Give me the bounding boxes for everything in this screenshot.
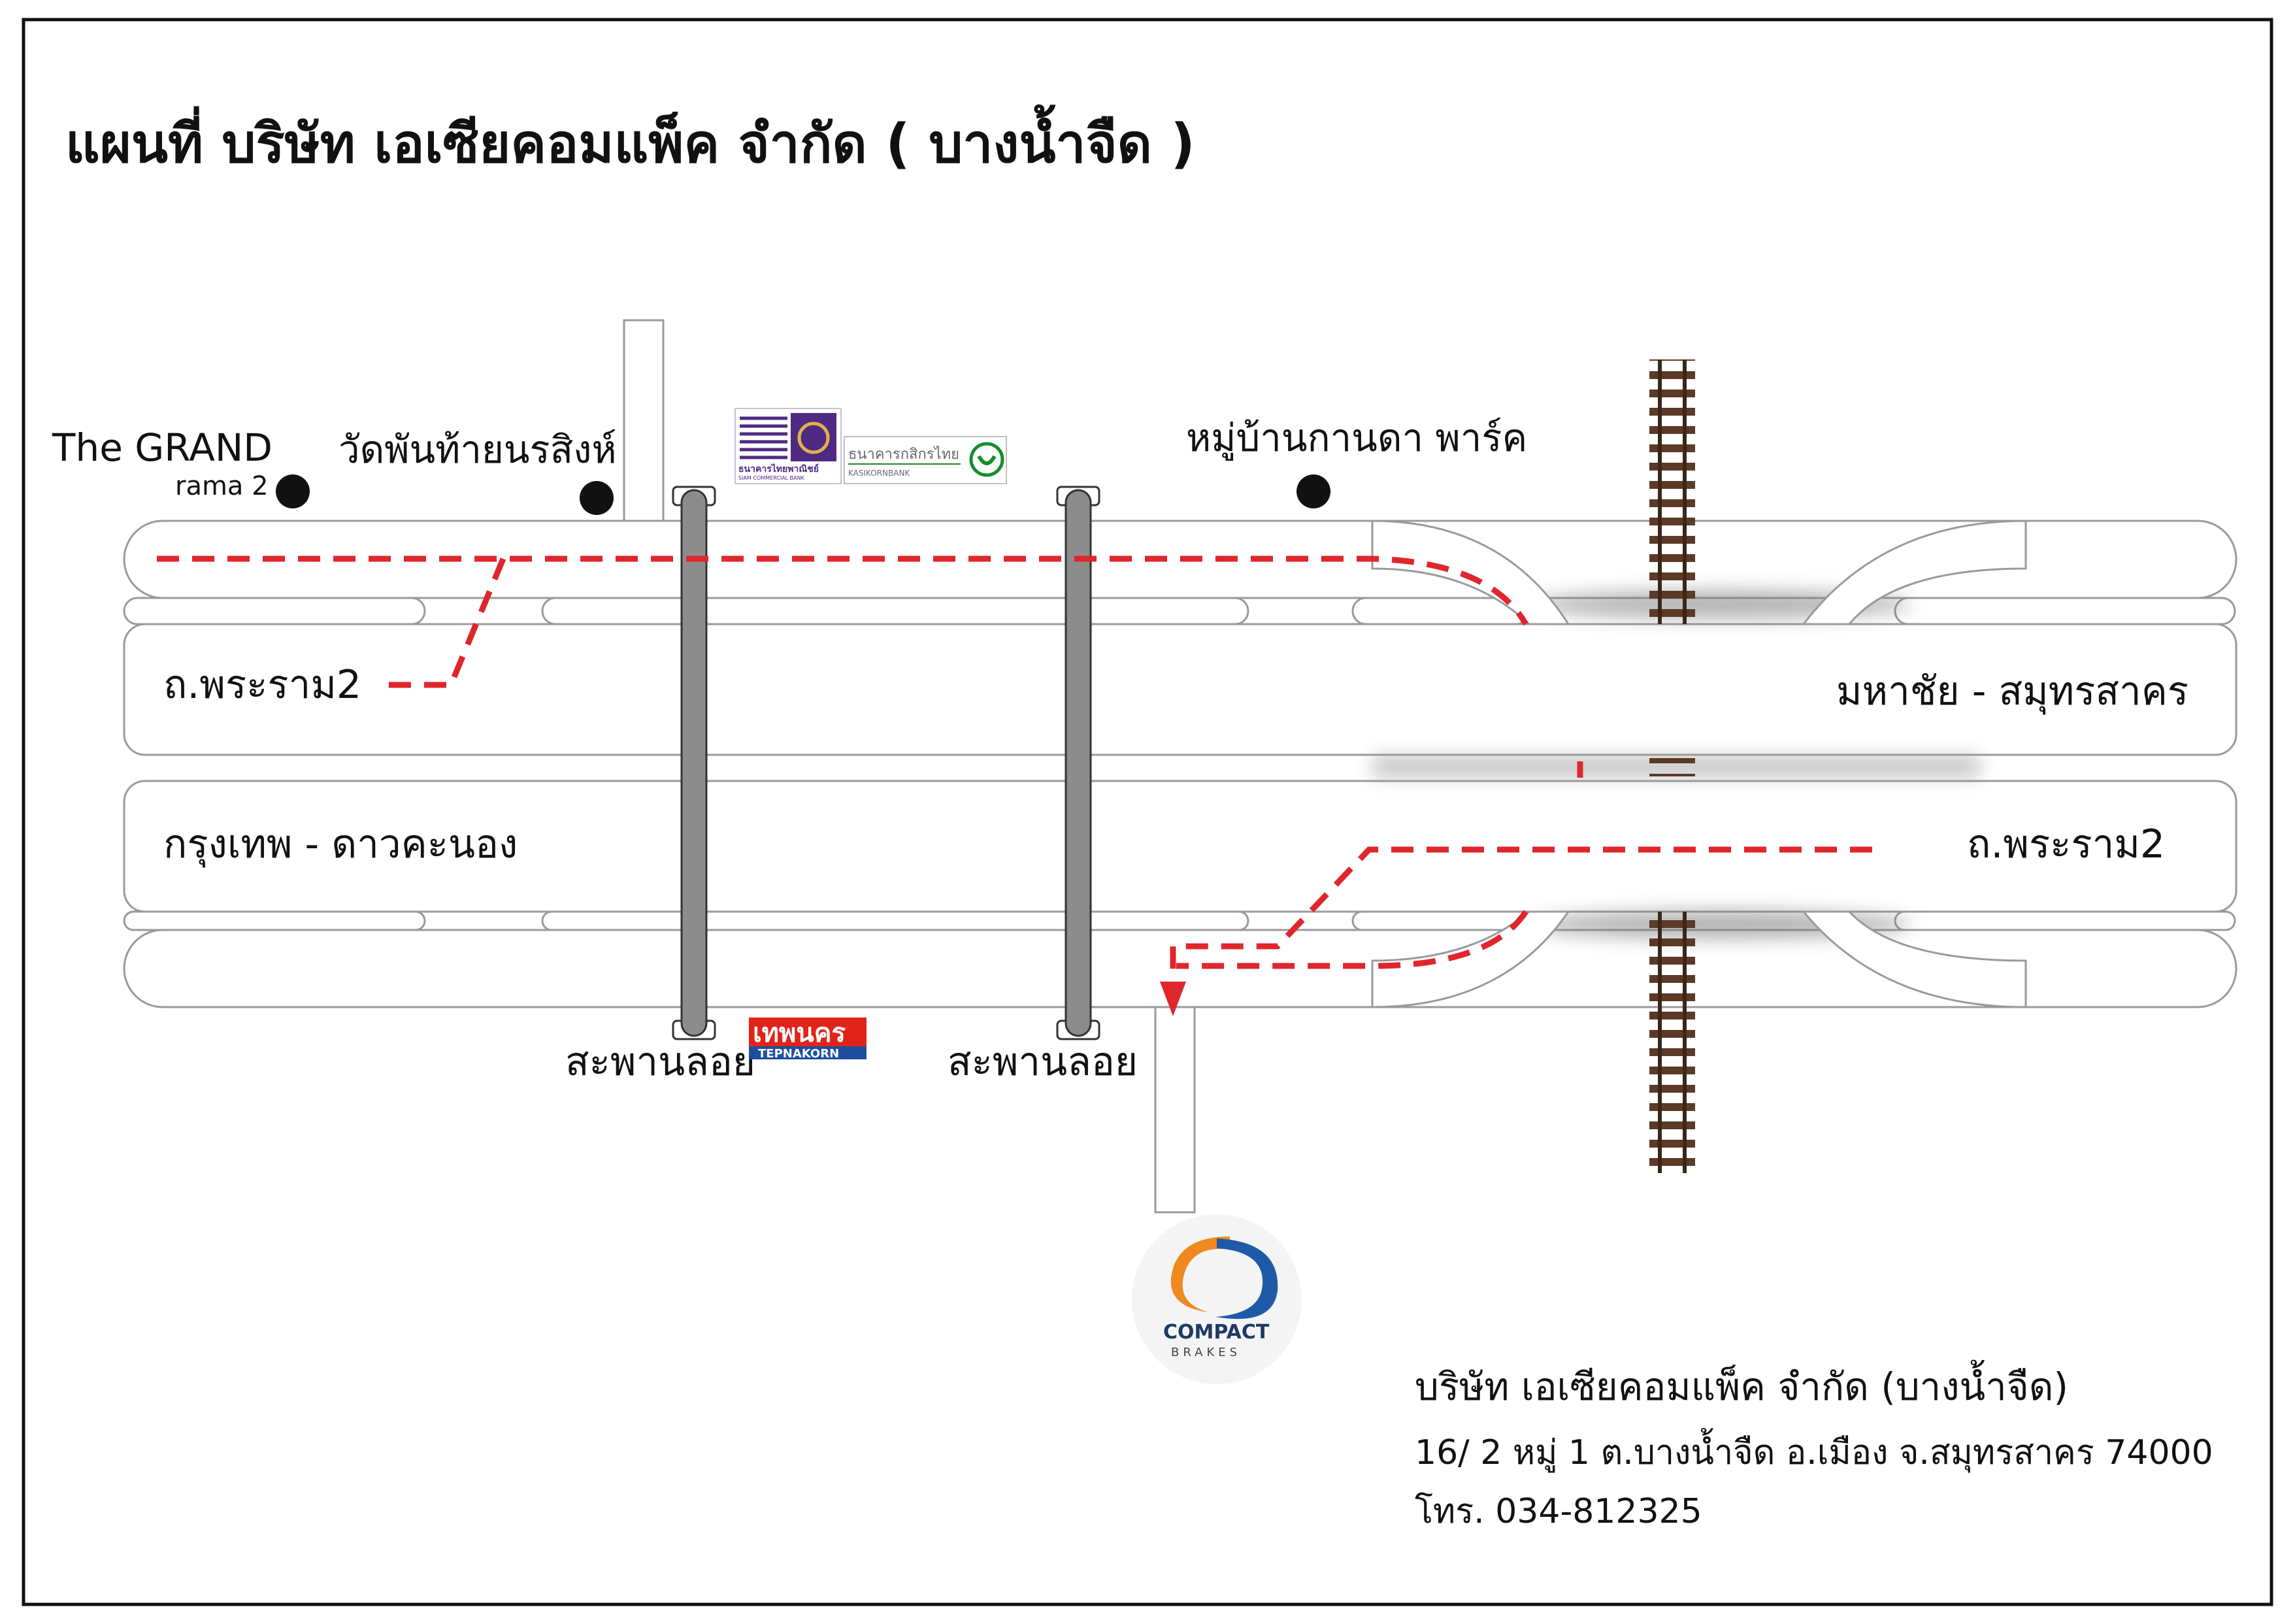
railway-track xyxy=(1649,359,1695,1173)
pedestrian-bridge-right xyxy=(1056,486,1100,1040)
route-arrowhead xyxy=(1160,982,1186,1016)
scb-logo-english-name: SIAM COMMERCIAL BANK xyxy=(738,475,805,481)
bridge-label-left: สะพานลอย xyxy=(565,1039,755,1085)
median-divider xyxy=(1894,597,2236,625)
company-address: 16/ 2 หมู่ 1 ต.บางน้ำจืด อ.เมือง จ.สมุทร… xyxy=(1415,1428,2213,1473)
tepnakorn-logo-english-name: TEPNAKORN xyxy=(758,1047,839,1061)
kbank-logo-english-name: KASIKORNBANK xyxy=(848,469,910,478)
road-label-bangkok: กรุงเทพ - ดาวคะนอง xyxy=(163,821,518,868)
landmark-the-grand-sub: rama 2 xyxy=(175,471,269,501)
landmark-village: หมู่บ้านกานดา พาร์ค xyxy=(1186,416,1527,461)
flyover-ramp xyxy=(1801,520,2027,625)
median-divider xyxy=(123,910,426,931)
company-name: บริษัท เอเซียคอมแพ็ค จำกัด (บางน้ำจืด) xyxy=(1415,1360,2068,1409)
median-divider xyxy=(1894,910,2236,931)
company-phone: โทร. 034-812325 xyxy=(1415,1492,1702,1531)
scb-logo: ธนาคารไทยพาณิชย์ SIAM COMMERCIAL BANK xyxy=(735,408,842,484)
landmark-temple: วัดพันท้ายนรสิงห์ xyxy=(338,427,617,472)
compact-logo-word: COMPACT xyxy=(1163,1321,1270,1344)
median-divider xyxy=(541,910,1249,931)
median-divider xyxy=(1351,910,1530,931)
median-divider xyxy=(123,597,426,625)
tepnakorn-logo: เทพนคร TEPNAKORN xyxy=(749,1018,867,1061)
compact-logo-subword: BRAKES xyxy=(1171,1346,1241,1359)
road-label-rama2-east: ถ.พระราม2 xyxy=(1967,821,2165,867)
map-title: แผนที่ บริษัท เอเซียคอมแพ็ค จำกัด ( บางน… xyxy=(65,104,1195,175)
flyover-ramp xyxy=(1371,520,1570,625)
route-line xyxy=(1170,846,1872,984)
flyover-ramp xyxy=(1371,910,1570,1008)
flyover-ramp xyxy=(1801,910,2027,1008)
landmark-the-grand: The GRAND xyxy=(52,425,272,470)
kbank-logo: ธนาคารกสิกรไทย KASIKORNBANK xyxy=(844,436,1007,484)
landmark-marker-the-grand xyxy=(276,474,310,508)
kbank-logo-thai-name: ธนาคารกสิกรไทย xyxy=(848,446,959,463)
route-line xyxy=(1176,910,1528,969)
road-label-rama2-west: ถ.พระราม2 xyxy=(163,662,361,708)
landmark-marker-village xyxy=(1296,474,1330,508)
median-divider xyxy=(541,597,1249,625)
route-line xyxy=(376,557,506,688)
road-label-mahachai: มหาชัย - สมุทรสาคร xyxy=(1836,669,2188,715)
pedestrian-bridge-left xyxy=(672,486,716,1040)
bridge-label-right: สะพานลอย xyxy=(948,1039,1138,1085)
tepnakorn-logo-thai-name: เทพนคร xyxy=(753,1018,846,1048)
landmark-marker-temple xyxy=(580,481,614,515)
compact-brakes-logo: COMPACT BRAKES xyxy=(1132,1214,1302,1384)
scb-logo-thai-name: ธนาคารไทยพาณิชย์ xyxy=(738,463,819,474)
route-line xyxy=(157,555,1528,626)
